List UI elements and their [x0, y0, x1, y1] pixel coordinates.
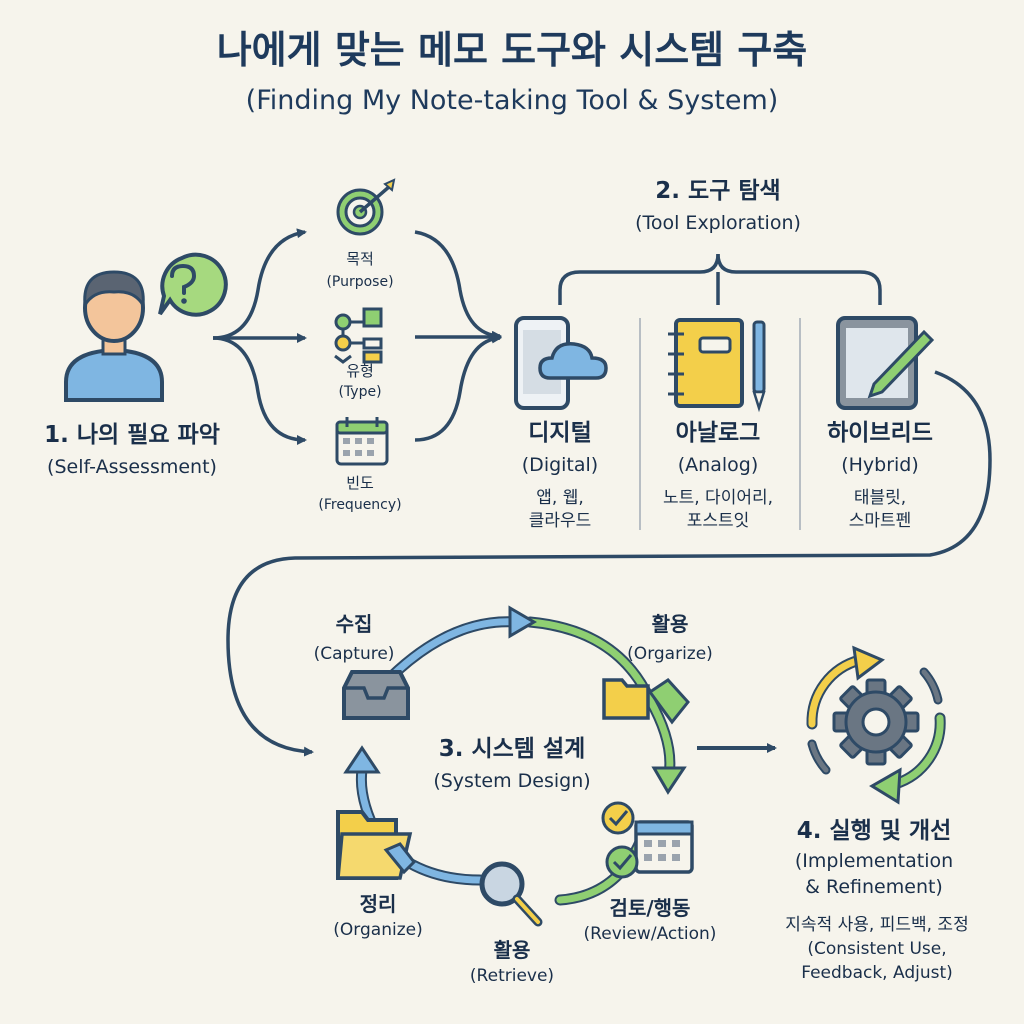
- stage-capture-label: 수집: [335, 612, 373, 636]
- tool-analog-desc-2: 포스트잇: [686, 511, 750, 531]
- tool-digital-label: 디지털: [528, 420, 592, 446]
- step4-sublabel-1: (Implementation: [794, 850, 954, 872]
- step3-label: 3. 시스템 설계: [438, 736, 586, 762]
- factor-purpose-label: 목적: [346, 250, 374, 268]
- question-bubble-icon: [158, 252, 228, 317]
- target-icon: [336, 178, 396, 236]
- stage-organize-sublabel: (Organize): [333, 920, 423, 940]
- stage-capture-sublabel: (Capture): [313, 644, 395, 664]
- step4-sublabel-2: & Refinement): [805, 876, 943, 898]
- step4-desc-3: Feedback, Adjust): [801, 963, 953, 983]
- tablet-pen-icon: [836, 316, 935, 410]
- tool-analog-sublabel: (Analog): [677, 454, 759, 476]
- step2-label: 2. 도구 탐색: [655, 178, 781, 204]
- step1-sublabel: (Self-Assessment): [47, 456, 217, 478]
- check-calendar-icon: [601, 801, 694, 879]
- column-dividers: [639, 318, 801, 530]
- stage-organize-top-label: 활용: [651, 612, 689, 636]
- factor-type-sublabel: (Type): [338, 384, 382, 400]
- tool-hybrid-label: 하이브리드: [827, 420, 933, 446]
- flowchart-icon: [334, 307, 383, 364]
- factor-frequency-sublabel: (Frequency): [318, 497, 402, 513]
- tool-analog-desc-1: 노트, 다이어리,: [662, 488, 774, 508]
- step4-desc-2: (Consistent Use,: [807, 939, 947, 959]
- stage-organize-top-sublabel: (Orgarize): [627, 644, 713, 664]
- step3-sublabel: (System Design): [433, 770, 591, 792]
- phone-cloud-icon: [514, 316, 608, 410]
- factor-purpose-sublabel: (Purpose): [326, 274, 394, 290]
- magnifier-icon: [479, 861, 543, 927]
- factor-type-label: 유형: [346, 362, 374, 380]
- page-subtitle: (Finding My Note-taking Tool & System): [245, 85, 779, 116]
- branch-arrows: [212, 228, 502, 445]
- factor-frequency-label: 빈도: [346, 474, 374, 492]
- page-title: 나에게 맞는 메모 도구와 시스템 구축: [216, 28, 808, 72]
- folder-tag-icon: [602, 678, 690, 725]
- tool-hybrid-desc-1: 태블릿,: [853, 488, 907, 508]
- stage-retrieve-label: 활용: [493, 938, 531, 962]
- tool-hybrid-sublabel: (Hybrid): [841, 454, 919, 476]
- tool-digital-desc-1: 앱, 웹,: [536, 488, 584, 508]
- step2-to-step3-connector: [226, 370, 992, 757]
- tool-digital-sublabel: (Digital): [521, 454, 599, 476]
- tool-hybrid-desc-2: 스마트펜: [848, 511, 912, 531]
- folder-icon: [336, 810, 416, 880]
- stage-review-sublabel: (Review/Action): [583, 924, 717, 944]
- tool-digital-desc-2: 클라우드: [528, 511, 592, 531]
- stage-review-label: 검토/행동: [609, 896, 691, 920]
- step4-desc-1: 지속적 사용, 피드백, 조정: [785, 915, 969, 935]
- calendar-icon: [335, 417, 389, 466]
- stage-retrieve-sublabel: (Retrieve): [469, 966, 555, 986]
- notebook-pen-icon: [668, 318, 766, 413]
- cycle-arrowheads: [343, 605, 687, 795]
- step4-label: 4. 실행 및 개선: [796, 818, 952, 844]
- person-icon: [64, 270, 164, 402]
- inbox-tray-icon: [342, 670, 410, 720]
- step2-sublabel: (Tool Exploration): [635, 212, 801, 234]
- tool-analog-label: 아날로그: [675, 420, 761, 446]
- gear-refresh-icon: [806, 645, 946, 805]
- step1-label: 1. 나의 필요 파악: [44, 422, 220, 448]
- tool-bracket: [558, 253, 882, 305]
- stage-organize-label: 정리: [359, 892, 397, 916]
